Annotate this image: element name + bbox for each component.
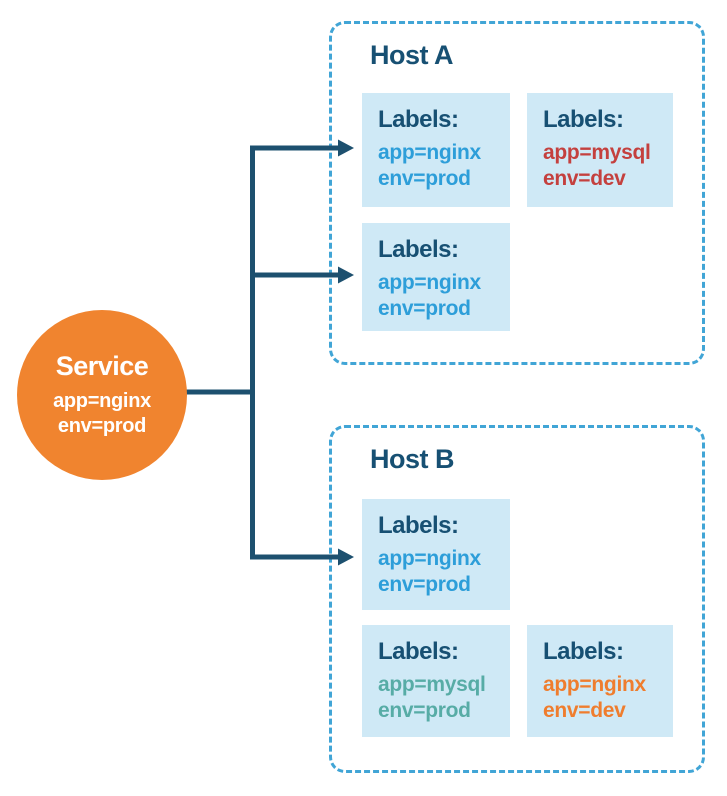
host-b-box: Host B Labels: app=nginx env=prod Labels…	[329, 425, 705, 773]
pod-label-values: app=nginx env=prod	[378, 546, 510, 598]
host-a-pod-2: Labels: app=mysql env=dev	[527, 93, 673, 207]
host-b-title: Host B	[370, 444, 455, 474]
host-a-title: Host A	[370, 40, 454, 70]
trunk-and-outer-arrows-line	[250, 145, 341, 560]
service-title: Service	[55, 351, 149, 381]
host-b-pod-3: Labels: app=nginx env=dev	[527, 625, 673, 737]
pod-label-values: app=nginx env=prod	[378, 140, 510, 192]
host-b-pod-2: Labels: app=mysql env=prod	[362, 625, 510, 737]
pod-label-app: app=nginx	[378, 271, 481, 294]
pod-label-env: env=prod	[378, 573, 471, 596]
pod-label-app: app=nginx	[378, 547, 481, 570]
pod-label-env: env=dev	[543, 699, 626, 722]
pod-labels-heading: Labels:	[378, 106, 459, 133]
pod-label-app: app=nginx	[378, 141, 481, 164]
pod-label-app: app=nginx	[543, 673, 646, 696]
pod-label-values: app=mysql env=dev	[543, 140, 673, 192]
service-node: Service app=nginx env=prod	[17, 310, 187, 480]
pod-label-values: app=mysql env=prod	[378, 672, 510, 724]
pod-labels-heading: Labels:	[378, 638, 459, 665]
host-a-box: Host A Labels: app=nginx env=prod Labels…	[329, 21, 705, 365]
service-selector-env: env=prod	[57, 415, 147, 437]
pod-label-env: env=dev	[543, 167, 626, 190]
pod-label-env: env=prod	[378, 699, 471, 722]
service-selector-app: app=nginx	[53, 390, 151, 412]
pod-labels-heading: Labels:	[378, 512, 459, 539]
pod-labels-heading: Labels:	[378, 236, 459, 263]
pod-label-env: env=prod	[378, 167, 471, 190]
host-a-pod-1: Labels: app=nginx env=prod	[362, 93, 510, 207]
pod-label-values: app=nginx env=prod	[378, 270, 510, 322]
host-b-pod-1: Labels: app=nginx env=prod	[362, 499, 510, 610]
pod-labels-heading: Labels:	[543, 638, 624, 665]
pod-label-app: app=mysql	[378, 673, 486, 696]
pod-label-app: app=mysql	[543, 141, 651, 164]
pod-label-values: app=nginx env=dev	[543, 672, 673, 724]
host-a-pod-3: Labels: app=nginx env=prod	[362, 223, 510, 331]
pod-labels-heading: Labels:	[543, 106, 624, 133]
pod-label-env: env=prod	[378, 297, 471, 320]
